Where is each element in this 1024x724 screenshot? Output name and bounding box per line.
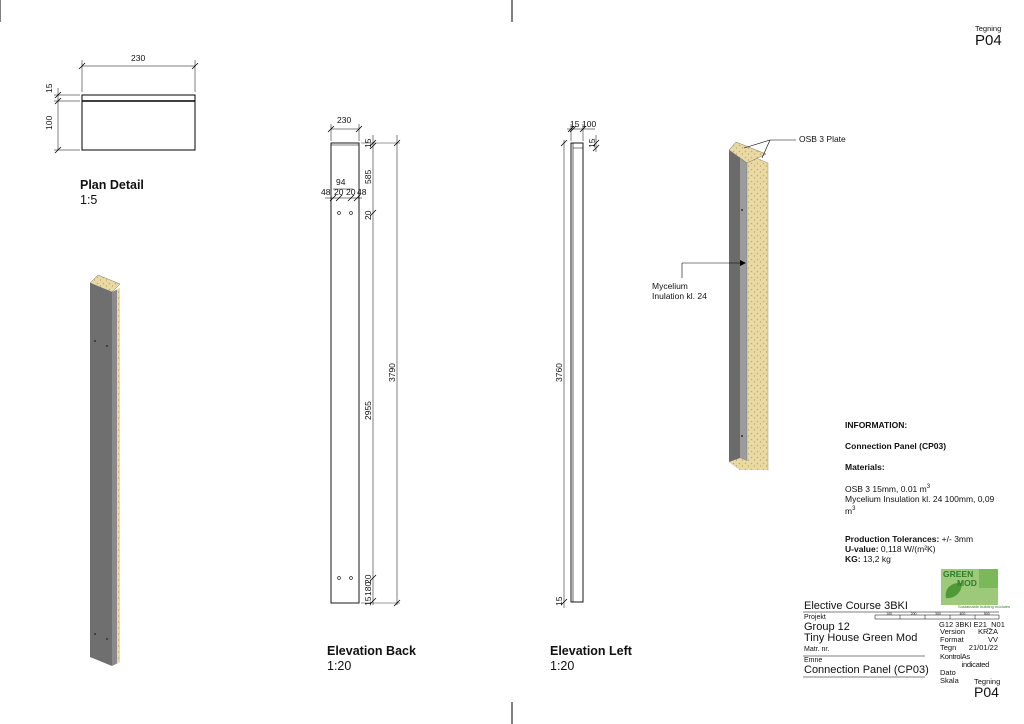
tb-course: Elective Course 3BKI: [804, 600, 908, 612]
plan-detail-scale: 1:5: [80, 193, 98, 207]
label-mycelium-2: Inulation kl. 24: [652, 291, 707, 301]
back-dim-20a: 20: [334, 187, 344, 197]
plan-dim-height: 100: [44, 115, 54, 130]
tb-row-skala: Skala: [940, 676, 959, 686]
sheet-label: Tegning: [975, 24, 1002, 33]
back-dim-585: 585: [363, 169, 373, 184]
elevation-back-title: Elevation Back: [327, 644, 416, 658]
tb-project: Tiny House Green Mod: [804, 632, 918, 644]
back-dim-15: 15: [363, 596, 373, 606]
iso-panel-large: [681, 139, 796, 471]
back-dim-3790: 3790: [387, 363, 397, 382]
left-dim-3760: 3760: [554, 363, 564, 382]
tb-matr-label: Matr. nr.: [804, 646, 830, 653]
info-component: Connection Panel (CP03): [845, 441, 947, 451]
greenmod-logo-mark: [941, 569, 998, 605]
elevation-left-scale: 1:20: [550, 659, 575, 673]
tb-tegning-value: P04: [974, 684, 999, 700]
elevation-back-drawing: [325, 124, 401, 607]
sheet-number: P04: [975, 32, 1002, 49]
info-weight: KG: 13,2 kg: [845, 553, 891, 564]
tb-tegning-label: Tegning: [974, 677, 1001, 686]
info-material-mycelium-unit: m3: [845, 505, 856, 516]
elevation-left-drawing: [560, 124, 600, 608]
elevation-back-scale: 1:20: [327, 659, 352, 673]
label-osb-plate: OSB 3 Plate: [799, 134, 846, 144]
label-mycelium-1: Mycelium: [652, 281, 688, 291]
back-dim-v20a: 20: [363, 210, 373, 220]
back-dim-top15: 15: [363, 138, 373, 148]
back-dim-48b: 48: [357, 187, 367, 197]
logo-text-green: GREEN: [943, 569, 974, 579]
tb-emne-value: Connection Panel (CP03): [804, 664, 929, 676]
left-dim-15: 15: [570, 119, 580, 129]
title-block-frame: [803, 611, 1000, 678]
info-material-mycelium: Mycelium Insulation kl. 24 100mm, 0,09: [845, 493, 995, 504]
back-dim-width: 230: [337, 115, 352, 125]
plan-detail-drawing: [54, 60, 199, 154]
info-materials-heading: Materials:: [845, 462, 885, 472]
back-dim-94: 94: [336, 177, 346, 187]
tb-row-dato: Dato: [940, 668, 956, 678]
tb-projekt-label: Projekt: [804, 614, 826, 621]
left-dim-bot15: 15: [554, 596, 564, 606]
logo-tagline: Sustainable building modules: [958, 604, 1011, 609]
back-dim-180: 180: [363, 581, 373, 596]
elevation-left-title: Elevation Left: [550, 644, 632, 658]
back-dim-2955: 2955: [363, 401, 373, 420]
plan-detail-title: Plan Detail: [80, 178, 144, 192]
plan-dim-width: 230: [131, 53, 146, 63]
information-panel: INFORMATION: Connection Panel (CP03) Mat…: [845, 420, 1015, 564]
back-dim-48a: 48: [321, 187, 331, 197]
info-tolerances: Production Tolerances: +/- 3mm: [845, 533, 974, 544]
info-heading: INFORMATION:: [845, 420, 908, 430]
plan-dim-top: 15: [44, 83, 54, 93]
info-material-osb: OSB 3 15mm, 0.01 m3: [845, 483, 931, 494]
logo-text-mod: MOD: [957, 578, 977, 588]
tb-group: Group 12: [804, 621, 850, 633]
tb-emne-label: Emne: [804, 657, 823, 664]
left-dim-100: 100: [582, 119, 597, 129]
back-dim-20b: 20: [346, 187, 356, 197]
iso-panel-small: [89, 274, 121, 666]
tb-file-code: G12 3BKI E21_N01: [939, 620, 1005, 629]
left-dim-top15: 15: [587, 138, 597, 148]
sheet-fold-marks: [0, 0, 513, 724]
info-u-value: U-value: 0,118 W/(m²K): [845, 543, 936, 554]
